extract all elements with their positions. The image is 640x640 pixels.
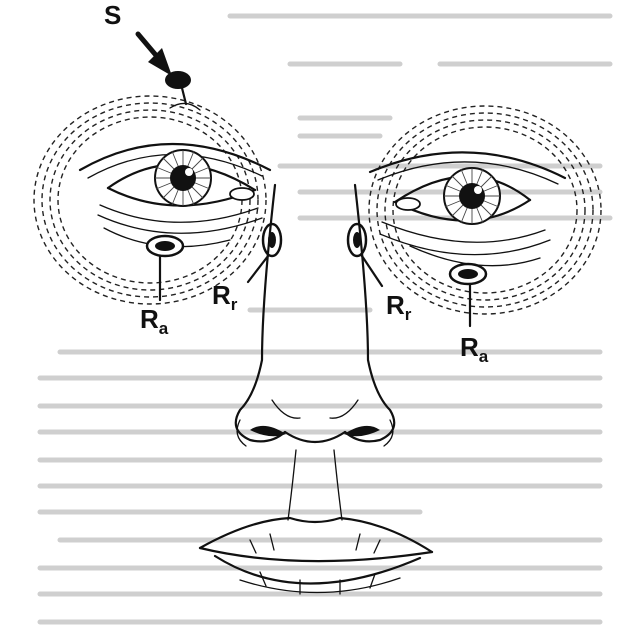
right-eye-rings bbox=[368, 105, 602, 315]
label-ra-right-main: R bbox=[460, 332, 479, 362]
left-eye bbox=[78, 143, 272, 248]
rr-left-electrode bbox=[246, 222, 283, 284]
label-ra-left-main: R bbox=[140, 304, 159, 334]
label-s-text: S bbox=[104, 0, 122, 30]
label-rr-left-sub: r bbox=[230, 295, 238, 314]
label-ra-right-sub: a bbox=[478, 347, 489, 366]
lips bbox=[198, 516, 434, 595]
label-ra-left-sub: a bbox=[158, 319, 169, 338]
label-rr-right: Rr bbox=[386, 292, 411, 323]
label-rr-left: Rr bbox=[212, 282, 237, 313]
s-marker bbox=[135, 31, 201, 111]
label-rr-left-main: R bbox=[212, 280, 231, 310]
label-s: S bbox=[104, 2, 121, 28]
label-rr-right-sub: r bbox=[404, 305, 412, 324]
philtrum bbox=[287, 449, 343, 521]
label-ra-right: Ra bbox=[460, 334, 488, 365]
ra-right-electrode bbox=[448, 262, 488, 328]
label-rr-right-main: R bbox=[386, 290, 405, 320]
left-eye-rings bbox=[33, 95, 267, 305]
label-ra-left: Ra bbox=[140, 306, 168, 337]
right-eye bbox=[368, 151, 567, 267]
nose bbox=[234, 183, 396, 447]
ra-left-electrode bbox=[145, 234, 185, 302]
